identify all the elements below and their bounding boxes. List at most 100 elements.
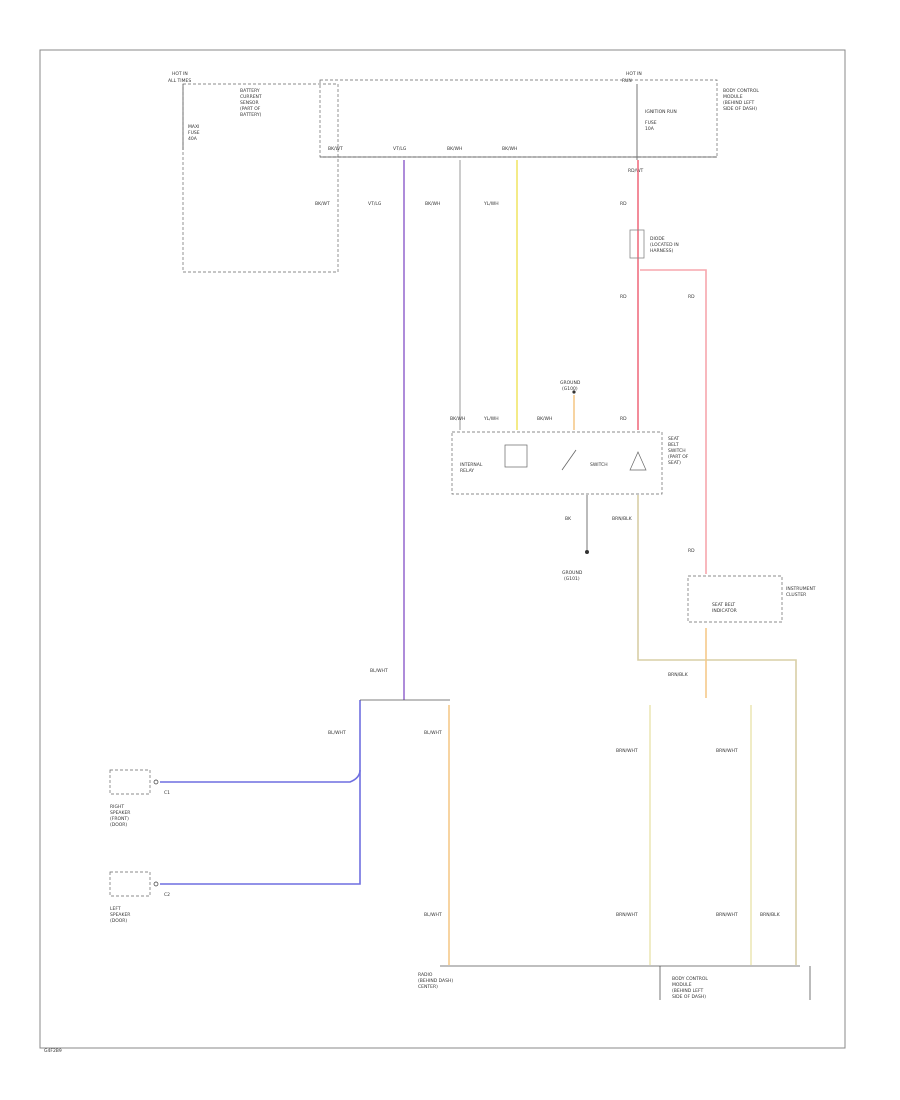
fuse-left-desc-4: (PART OF bbox=[240, 106, 261, 112]
ground-terminal-upper bbox=[572, 390, 576, 394]
speaker-right-3: (FRONT) bbox=[110, 816, 129, 822]
top-connector-4: BK/WH bbox=[502, 146, 517, 152]
speaker-left-2: SPEAKER bbox=[110, 912, 130, 918]
speaker-left-icon bbox=[153, 881, 159, 887]
switch-out-2: BRN/BLK bbox=[612, 516, 633, 522]
battery-current-sensor-block: HOT IN ALL TIMES BATTERY CURRENT SENSOR … bbox=[168, 71, 339, 273]
wire-red-branch bbox=[640, 269, 707, 574]
cluster-title: INSTRUMENT bbox=[786, 586, 816, 592]
speaker-right-2: SPEAKER bbox=[110, 810, 130, 816]
cluster-subtitle: CLUSTER bbox=[786, 592, 806, 598]
top-wire-1: BK/WT bbox=[315, 201, 330, 207]
left-speaker: C2 LEFT SPEAKER (DOOR) bbox=[109, 871, 170, 924]
fuse-left-desc-5: BATTERY) bbox=[240, 112, 262, 118]
red-wire-label-3: RD bbox=[688, 548, 695, 554]
switch-in-1: BK/WH bbox=[450, 416, 465, 422]
switch-desc-1: SEAT bbox=[668, 436, 679, 442]
switch-desc-3: SWITCH bbox=[668, 448, 686, 454]
switch-name-internal: INTERNAL bbox=[460, 462, 483, 468]
right-speaker: C1 RIGHT SPEAKER (FRONT) (DOOR) bbox=[109, 769, 170, 828]
ground-lower-sub: (G101) bbox=[564, 576, 580, 582]
diode-label-1: DIODE bbox=[650, 236, 665, 242]
left-wire-2: BL/WHT bbox=[424, 730, 442, 736]
diode-block: DIODE (LOCATED IN HARNESS) bbox=[629, 229, 679, 259]
left-wire-1: BL/WHT bbox=[328, 730, 346, 736]
top-connector-1: BK/WT bbox=[328, 146, 343, 152]
top-connector-2: VT/LG bbox=[393, 146, 407, 152]
bcm-bottom-1: BODY CONTROL bbox=[672, 976, 708, 982]
fuse-left-fuse-2: FUSE bbox=[188, 130, 200, 136]
lower-wire-5: BRN/BLK bbox=[760, 912, 781, 918]
fuse-right-desc-3: (BEHIND LEFT bbox=[723, 100, 755, 106]
wire-speaker-left bbox=[160, 770, 361, 885]
relay-coil bbox=[504, 444, 528, 468]
left-wire-3: BL/WHT bbox=[424, 912, 442, 918]
wire-speaker-right bbox=[160, 700, 361, 783]
fuse-right-title: HOT IN bbox=[626, 71, 642, 77]
diagram-frame bbox=[39, 49, 846, 1049]
fuse-left-fuse-1: MAXI bbox=[188, 124, 199, 130]
fuse-left-desc-1: BATTERY bbox=[240, 88, 260, 94]
lower-wire-4: BRN/WHT bbox=[716, 912, 738, 918]
lower-wire-1: BRN/WHT bbox=[616, 748, 638, 754]
switch-desc-4: (PART OF bbox=[668, 454, 689, 460]
speaker-right-pin: C1 bbox=[164, 790, 170, 796]
speaker-right-1: RIGHT bbox=[110, 804, 124, 810]
fuse-right-subtitle: RUN bbox=[622, 78, 632, 84]
cluster-wire-label: BRN/BLK bbox=[668, 672, 689, 678]
ground-label: GROUND bbox=[560, 380, 581, 386]
fuse-right-desc-2: MODULE bbox=[723, 94, 743, 100]
diode-label-2: (LOCATED IN bbox=[650, 242, 679, 248]
speaker-right-4: (DOOR) bbox=[110, 822, 127, 828]
top-wire-2: VT/LG bbox=[368, 201, 382, 207]
red-wire-label-2: RD bbox=[688, 294, 695, 300]
cluster-indicator-name-2: INDICATOR bbox=[712, 608, 737, 614]
lower-wire-2: BRN/WHT bbox=[716, 748, 738, 754]
lower-wire-3: BRN/WHT bbox=[616, 912, 638, 918]
cluster-indicator-name: SEAT BELT bbox=[712, 602, 735, 608]
instrument-cluster-block: INSTRUMENT CLUSTER SEAT BELT INDICATOR B… bbox=[668, 575, 816, 678]
top-connector-3: BK/WH bbox=[447, 146, 462, 152]
ground-sub-label: (G100) bbox=[562, 386, 578, 392]
fuse-left-desc-3: SENSOR bbox=[240, 100, 259, 106]
switch-name-switch: SWITCH bbox=[590, 462, 608, 468]
bcm-bottom-2: MODULE bbox=[672, 982, 692, 988]
fuse-right-fuse-1: FUSE bbox=[645, 120, 657, 126]
wire-tan bbox=[637, 495, 797, 965]
switch-name-relay: RELAY bbox=[460, 468, 474, 474]
speaker-left-3: (DOOR) bbox=[110, 918, 127, 924]
top-connector-labels: BK/WT VT/LG BK/WH BK/WH RD/WT BK/WT VT/L… bbox=[315, 146, 644, 207]
top-wire-3: BK/WH bbox=[425, 201, 440, 207]
switch-desc-2: BELT bbox=[668, 442, 679, 448]
diode-label-3: HARNESS) bbox=[650, 248, 674, 254]
top-wire-5: RD bbox=[620, 201, 627, 207]
seat-belt-switch-block: BK/WH YL/WH BK/WH RD INTERNAL RELAY SWIT… bbox=[450, 416, 689, 522]
fuse-right-fuse-2: 10A bbox=[645, 126, 655, 132]
junction-label: BL/WHT bbox=[370, 668, 388, 674]
top-connector-5: RD/WT bbox=[628, 168, 644, 174]
speaker-left-pin: C2 bbox=[164, 892, 170, 898]
fuse-left-desc-2: CURRENT bbox=[240, 94, 262, 100]
radio-module: RADIO (BEHIND DASH) CENTER) bbox=[418, 972, 453, 990]
body-control-module-bottom: BODY CONTROL MODULE (BEHIND LEFT SIDE OF… bbox=[672, 976, 708, 1000]
red-wire-label-1: RD bbox=[620, 294, 627, 300]
switch-out-1: BK bbox=[565, 516, 572, 522]
body-control-module-fuse-block: HOT IN RUN BODY CONTROL MODULE (BEHIND L… bbox=[319, 71, 759, 160]
speaker-left-1: LEFT bbox=[110, 906, 121, 912]
switch-contact bbox=[561, 449, 577, 471]
bcm-bottom-3: (BEHIND LEFT bbox=[672, 988, 704, 994]
speaker-right-icon bbox=[153, 779, 159, 785]
diagram-id: G4F2B9 bbox=[44, 1048, 62, 1054]
radio-label-2: (BEHIND DASH) bbox=[418, 978, 453, 984]
switch-desc-5: SEAT) bbox=[668, 460, 681, 466]
switch-in-2: YL/WH bbox=[483, 416, 499, 422]
switch-in-4: RD bbox=[620, 416, 627, 422]
ground-terminal bbox=[585, 550, 589, 554]
top-wire-4: YL/WH bbox=[483, 201, 499, 207]
fuse-left-subtitle: ALL TIMES bbox=[168, 78, 191, 84]
fuse-left-title: HOT IN bbox=[172, 71, 188, 77]
ground-lower-label: GROUND bbox=[562, 570, 583, 576]
bcm-bottom-4: SIDE OF DASH) bbox=[672, 994, 706, 1000]
